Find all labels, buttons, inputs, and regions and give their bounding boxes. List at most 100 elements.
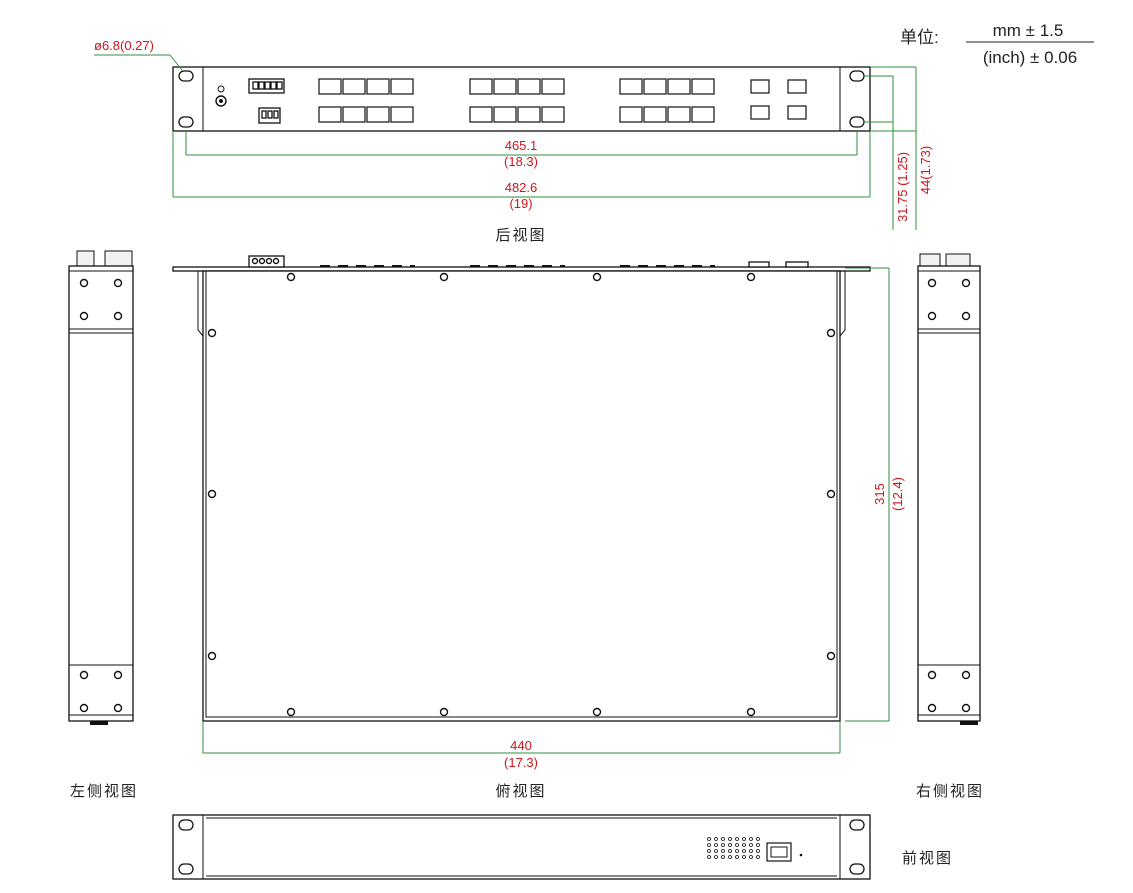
rj45-port (366, 106, 390, 123)
hole-diameter-label: ø6.8(0.27) (94, 38, 154, 53)
left-side-view: 左侧视图 (68, 250, 138, 800)
screw (207, 489, 217, 499)
top-screws (207, 272, 836, 717)
rj45-port-group (469, 78, 565, 123)
rj45-port (691, 106, 715, 123)
front-mount-hole (849, 819, 865, 831)
screw (746, 272, 756, 282)
screw (113, 703, 123, 713)
top-view-caption: 俯视图 (495, 782, 546, 800)
rj45-port (493, 106, 517, 123)
screw (927, 703, 937, 713)
rj45-port (517, 78, 541, 95)
vent-holes (707, 837, 760, 859)
rear-panel (172, 66, 871, 132)
rj45-port (541, 78, 565, 95)
rj45-port-group (318, 78, 414, 123)
rj45-port (493, 78, 517, 95)
screw (79, 311, 89, 321)
screw (927, 278, 937, 288)
screw (592, 272, 602, 282)
rj45-port (469, 106, 493, 123)
rj45-port (619, 78, 643, 95)
rj45-port (390, 78, 414, 95)
total-width-inch: (19) (509, 196, 532, 211)
front-panel (172, 814, 871, 880)
rj45-port (342, 106, 366, 123)
screw (207, 328, 217, 338)
front-view: 前视图 (172, 814, 951, 880)
left-view-caption: 左侧视图 (70, 782, 138, 800)
screw (113, 670, 123, 680)
rj45-port (643, 106, 667, 123)
units-label: 单位: (900, 28, 939, 47)
right-side-panel (917, 265, 981, 722)
sfp-port (787, 79, 807, 94)
front-mount-hole (849, 863, 865, 875)
rj45-port (390, 106, 414, 123)
depth-mm: 315 (872, 483, 887, 505)
rj45-port (643, 78, 667, 95)
right-view-caption: 右侧视图 (916, 782, 984, 800)
screw (286, 707, 296, 717)
rj45-port (366, 78, 390, 95)
rj45-port (517, 106, 541, 123)
sfp-port (750, 79, 770, 94)
screw (79, 703, 89, 713)
screw (961, 703, 971, 713)
screw (207, 651, 217, 661)
front-mount-hole (178, 819, 194, 831)
rj45-port-group (619, 78, 715, 123)
screw (746, 707, 756, 717)
units-block: 单位: mm ± 1.5 (inch) ± 0.06 (900, 21, 1094, 67)
rear-view: ø6.8(0.27) 465.1 (18.3) 482.6 (19) 31.75… (94, 38, 933, 244)
screw (927, 670, 937, 680)
rear-mount-hole (849, 70, 865, 82)
rj45-port (541, 106, 565, 123)
sfp-port-group (750, 79, 807, 120)
sfp-port (787, 105, 807, 120)
screw (113, 278, 123, 288)
screw (79, 278, 89, 288)
sfp-port (750, 105, 770, 120)
rj45-port (318, 106, 342, 123)
body-width-inch: (17.3) (504, 755, 538, 770)
screw (826, 489, 836, 499)
rj45-port (667, 106, 691, 123)
rj45-port (667, 78, 691, 95)
front-mount-hole (178, 863, 194, 875)
total-width-mm: 482.6 (505, 180, 538, 195)
hole-spacing-inch: (18.3) (504, 154, 538, 169)
rj45-port (342, 78, 366, 95)
screw (961, 311, 971, 321)
indicator-dot (799, 853, 803, 857)
rj45-port (318, 78, 342, 95)
rj45-port (469, 78, 493, 95)
units-inch: (inch) ± 0.06 (983, 48, 1077, 67)
rear-mount-hole (178, 70, 194, 82)
hole-spacing-mm: 465.1 (505, 138, 538, 153)
hole-vertical-spacing: 31.75 (1.25) (895, 152, 910, 222)
depth-inch: (12.4) (890, 477, 905, 511)
screw (961, 670, 971, 680)
screw (439, 707, 449, 717)
rear-view-caption: 后视图 (495, 226, 546, 244)
left-side-panel (68, 265, 134, 722)
rj45-port (691, 78, 715, 95)
screw (927, 311, 937, 321)
units-mm: mm ± 1.5 (993, 21, 1064, 40)
screw (439, 272, 449, 282)
top-view: 315 (12.4) 440 (17.3) 俯视图 (172, 255, 905, 800)
rear-mount-hole (178, 116, 194, 128)
screw (286, 272, 296, 282)
rear-mount-hole (849, 116, 865, 128)
screw (826, 651, 836, 661)
screw (961, 278, 971, 288)
rj45-port (619, 106, 643, 123)
top-body (202, 270, 841, 722)
height-dimension: 44(1.73) (918, 146, 933, 194)
body-width-mm: 440 (510, 738, 532, 753)
screw (592, 707, 602, 717)
ground-symbol-icon (217, 85, 225, 93)
